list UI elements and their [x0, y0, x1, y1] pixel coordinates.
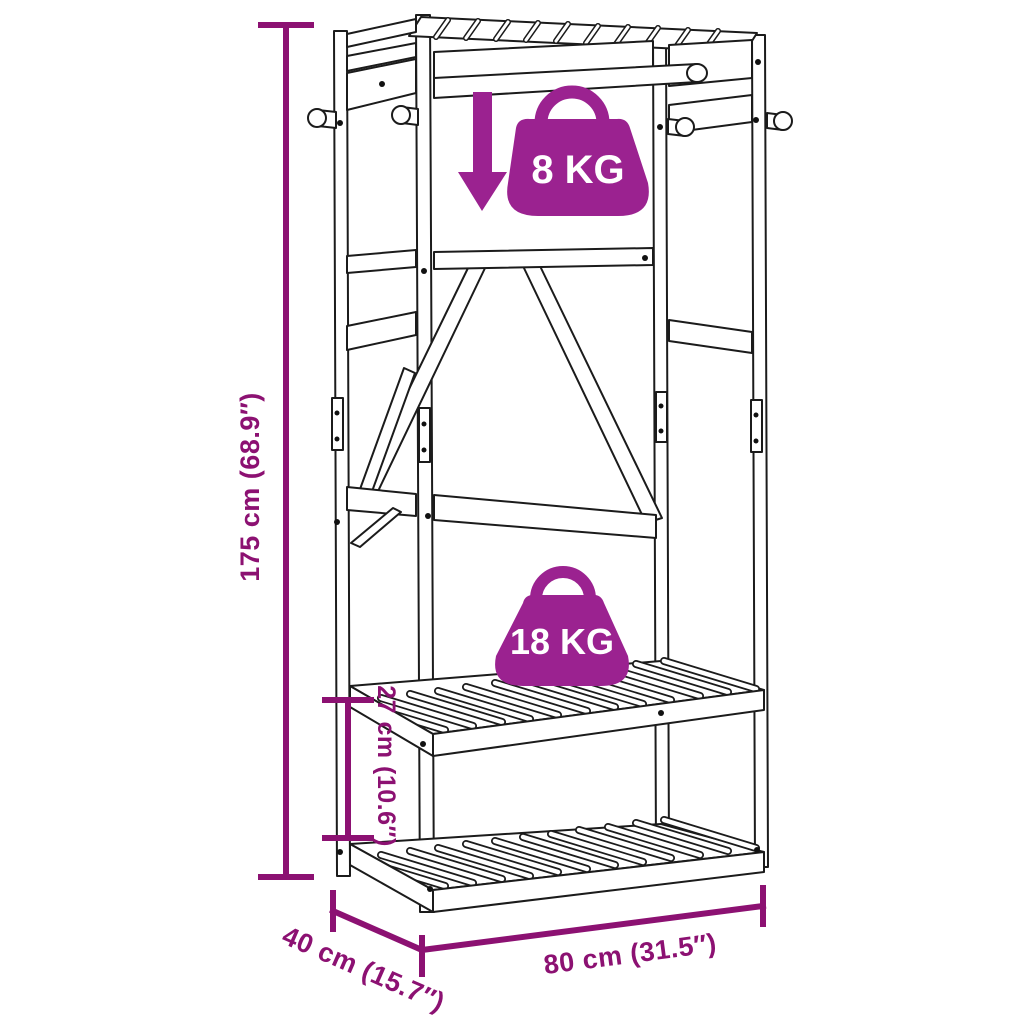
weight-8kg-icon	[507, 118, 649, 216]
bottom-shelf	[349, 816, 765, 913]
shelf-gap-dimension: 27 cm (10.6″)	[322, 685, 400, 847]
side-rail-right	[668, 319, 753, 354]
screw-dots	[334, 59, 761, 892]
cross-braces	[346, 247, 753, 548]
arrow-down-icon	[458, 92, 507, 211]
height-dimension: 175 cm (68.9″)	[235, 22, 314, 880]
weight-bag-handle	[530, 566, 596, 600]
weight-18kg-label: 18 KG	[510, 621, 614, 662]
rack-drawing	[307, 14, 793, 913]
rack-post-back-right	[652, 33, 670, 857]
shelf-gap-dimension-line	[322, 697, 374, 841]
depth-dimension-line	[329, 890, 426, 954]
clothes-rail	[433, 63, 708, 99]
coat-hooks	[307, 105, 793, 137]
corner-brace	[350, 507, 402, 548]
shelf-load-badge: 18 KG	[495, 566, 629, 686]
width-dimension-label: 80 cm (31.5″)	[542, 928, 718, 980]
diagonal-brace-right	[522, 265, 663, 524]
rail-end-cap	[686, 63, 708, 83]
side-diagonal-brace	[354, 367, 416, 509]
top-load-badge: 8 KG	[458, 85, 649, 216]
width-dimension-line	[418, 885, 767, 977]
middle-shelf	[349, 657, 765, 757]
weight-8kg-label: 8 KG	[531, 148, 624, 192]
height-dimension-label: 175 cm (68.9″)	[235, 392, 265, 582]
weight-bag-handle	[534, 85, 610, 124]
weight-18kg-icon	[495, 594, 629, 686]
side-rail-left	[346, 311, 417, 351]
rack-post-back-left	[333, 30, 351, 877]
mid-crossbar	[433, 494, 657, 539]
height-dimension-line	[258, 22, 314, 880]
upper-crossbar	[433, 247, 654, 270]
shelf-gap-dimension-label: 27 cm (10.6″)	[372, 685, 400, 847]
shelf-brackets	[331, 391, 763, 463]
rack-post-front-left	[415, 14, 435, 913]
